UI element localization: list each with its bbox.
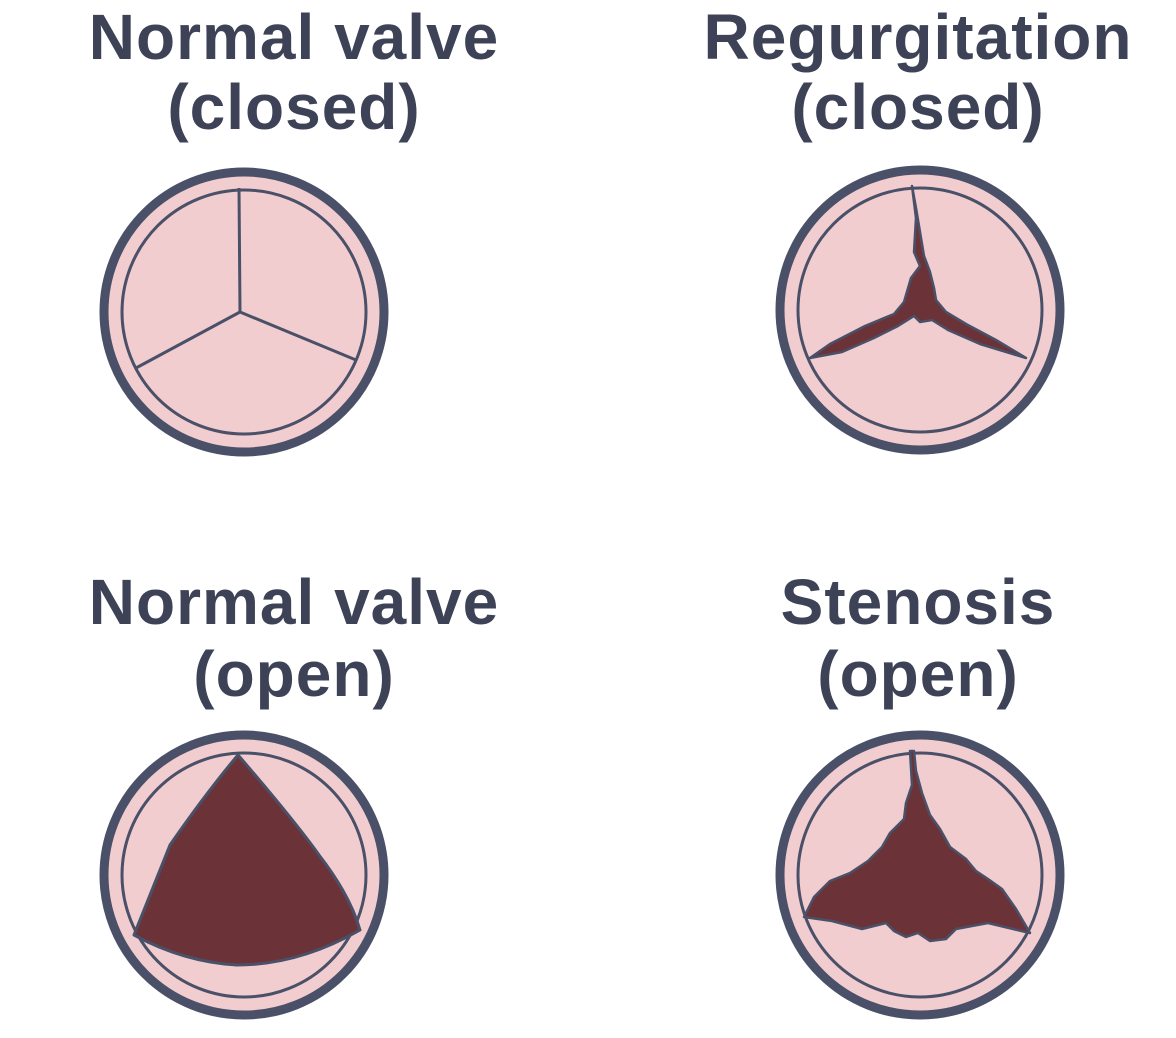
- leaflet-coaptation-lines: [135, 187, 357, 370]
- panel-title-line1: Regurgitation: [703, 1, 1133, 73]
- open-valve-orifice: [132, 753, 362, 967]
- panel-title-line2: (open): [193, 638, 395, 710]
- regurgitation-valve-illustration: [775, 165, 1065, 455]
- panel-stenosis-open: Stenosis (open): [588, 519, 1176, 1038]
- valve-inner-ring: [120, 751, 368, 999]
- valve-outer-ring: [99, 167, 389, 457]
- normal-open-valve-illustration: [99, 730, 389, 1020]
- stenosis-valve-illustration: [775, 730, 1065, 1020]
- panel-title-line1: Normal valve: [88, 1, 500, 73]
- panel-regurgitation-closed: Regurgitation (closed): [588, 0, 1176, 519]
- regurgitant-leak-opening: [808, 184, 1028, 360]
- panel-title-line2: (closed): [167, 71, 421, 143]
- valve-inner-ring: [796, 186, 1044, 434]
- valve-inner-ring: [120, 188, 368, 436]
- panel-normal-valve-open: Normal valve (open): [0, 519, 588, 1038]
- normal-closed-valve-illustration: [99, 167, 389, 457]
- stenotic-narrowed-orifice: [802, 749, 1032, 943]
- valve-inner-ring: [796, 751, 1044, 999]
- panel-title-line1: Normal valve: [88, 566, 500, 638]
- panel-title-line2: (closed): [791, 71, 1045, 143]
- panel-normal-valve-closed: Normal valve (closed): [0, 0, 588, 519]
- panel-title-line1: Stenosis: [780, 566, 1056, 638]
- panel-title-line2: (open): [817, 638, 1019, 710]
